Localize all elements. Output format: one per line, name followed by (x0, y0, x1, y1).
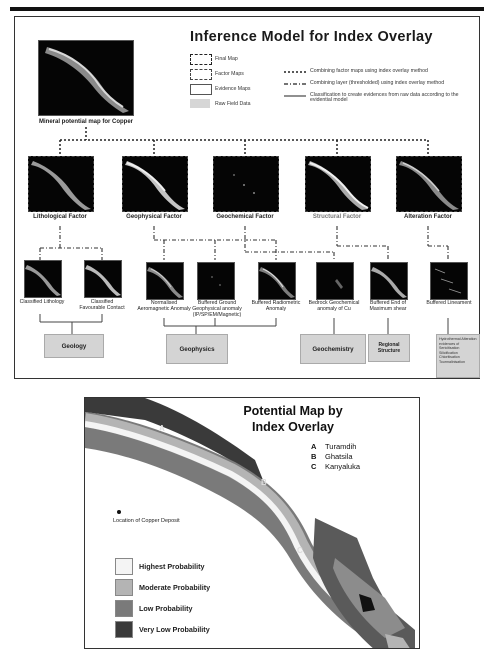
factor-label-structural: Structural Factor (297, 214, 377, 220)
factor-map-geophysical (122, 156, 188, 212)
deposit-item-b: B Ghatsila (311, 452, 411, 462)
legend-swatch-moderate (115, 579, 133, 596)
evidence-label-bedrock-cu: Bedrock Geochemical anomaly of Cu (306, 300, 362, 312)
evidence-label-shear: Buffered End of Maximum shear (362, 300, 414, 312)
map-point-a: A (159, 424, 165, 433)
evidence-map-lineament (430, 262, 468, 300)
deposit-letter-b: B (311, 452, 325, 462)
deposit-item-a: A Turamdih (311, 442, 411, 452)
deposit-name-ghatsila: Ghatsila (325, 452, 353, 462)
factor-map-alteration (396, 156, 462, 212)
factor-label-alteration: Alteration Factor (388, 214, 468, 220)
legend-swatch-low (115, 600, 133, 617)
evidence-label-lineament: Buffered Lineament (420, 300, 478, 306)
legend-label-low: Low Probability (139, 604, 193, 613)
factor-label-lithological: Lithological Factor (20, 214, 100, 220)
deposit-item-c: C Kanyaluka (311, 462, 411, 472)
potential-map-title-line1: Potential Map by (223, 403, 363, 419)
deposit-letter-c: C (311, 462, 325, 472)
evidence-label-aeromagnetic: Normalised Aeromagnetic Anomaly (136, 300, 192, 312)
evidence-map-ground-geophysical (197, 262, 235, 300)
raw-data-alteration-note: Hydrothermal Alteration evidences of Ser… (436, 334, 480, 378)
legend-swatch-highest (115, 558, 133, 575)
legend-item-highest: Highest Probability (115, 556, 210, 577)
deposit-name-turamdih: Turamdih (325, 442, 356, 452)
potential-map-panel: A B C Potential Map by Index Overlay A T… (84, 397, 420, 649)
factor-map-lithological (28, 156, 94, 212)
evidence-map-contact (84, 260, 122, 298)
factor-label-geochemical: Geochemical Factor (205, 214, 285, 220)
evidence-map-aeromagnetic (146, 262, 184, 300)
evidence-label-contact: Classified Favourable Contact (78, 299, 126, 311)
legend-swatch-very-low (115, 621, 133, 638)
evidence-label-radiometric: Buffered Radiometric Anomaly (250, 300, 302, 312)
factor-label-geophysical: Geophysical Factor (114, 214, 194, 220)
raw-data-regional-structure: Regional Structure (368, 334, 410, 362)
factor-map-geochemical (213, 156, 279, 212)
potential-map-title: Potential Map by Index Overlay (223, 403, 363, 435)
raw-data-geophysics: Geophysics (166, 334, 228, 364)
legend-label-highest: Highest Probability (139, 562, 205, 571)
evidence-map-lithology (24, 260, 62, 298)
evidence-map-shear (370, 262, 408, 300)
deposit-list: A Turamdih B Ghatsila C Kanyaluka (311, 442, 411, 472)
legend-label-moderate: Moderate Probability (139, 583, 210, 592)
deposit-name-kanyaluka: Kanyaluka (325, 462, 360, 472)
map-point-b: B (261, 478, 267, 487)
legend-label-very-low: Very Low Probability (139, 625, 210, 634)
raw-data-geology: Geology (44, 334, 104, 358)
evidence-map-radiometric (258, 262, 296, 300)
probability-legend: Highest Probability Moderate Probability… (115, 556, 210, 640)
legend-item-low: Low Probability (115, 598, 210, 619)
legend-item-moderate: Moderate Probability (115, 577, 210, 598)
factor-map-structural (305, 156, 371, 212)
potential-map-title-line2: Index Overlay (223, 419, 363, 435)
evidence-map-bedrock-cu (316, 262, 354, 300)
copper-deposit-marker-icon (117, 510, 121, 514)
raw-data-geochemistry: Geochemistry (300, 334, 366, 364)
legend-item-very-low: Very Low Probability (115, 619, 210, 640)
copper-deposit-location-label: Location of Copper Deposit (113, 518, 180, 524)
evidence-label-lithology: Classified Lithology (18, 299, 66, 305)
deposit-letter-a: A (311, 442, 325, 452)
map-point-c: C (297, 546, 303, 555)
evidence-label-ground-geophysical: Buffered Ground Geophysical anomaly (IP/… (190, 300, 244, 318)
